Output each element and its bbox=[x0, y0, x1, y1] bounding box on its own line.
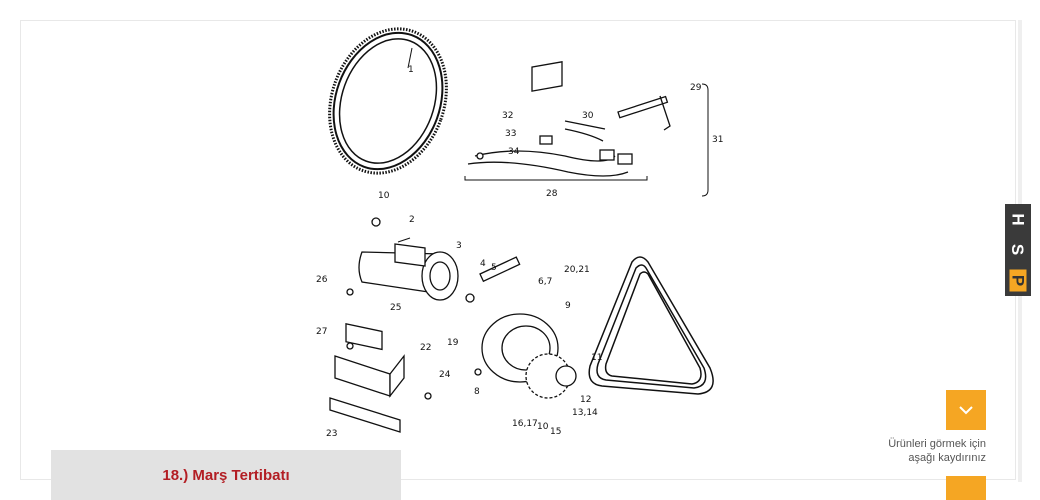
part-number-labels: 1 29 32 30 33 31 34 28 10 2 3 4 5 6,7 20… bbox=[316, 65, 723, 439]
starter-motor bbox=[358, 217, 459, 301]
secondary-action-button[interactable] bbox=[946, 476, 986, 500]
part-label: 16,17 bbox=[512, 419, 538, 429]
scroll-hint: Ürünleri görmek için aşağı kaydırınız bbox=[826, 437, 986, 465]
flywheel-ring-gear bbox=[328, 27, 448, 175]
parts-diagram: 1 29 32 30 33 31 34 28 10 2 3 4 5 6,7 20… bbox=[300, 26, 740, 446]
part-label: 15 bbox=[550, 427, 561, 437]
part-label: 34 bbox=[508, 147, 520, 157]
part-label: 6,7 bbox=[538, 277, 552, 287]
v-belts bbox=[588, 256, 714, 395]
part-label: 26 bbox=[316, 275, 328, 285]
caption-text: 18.) Marş Tertibatı bbox=[162, 466, 290, 484]
part-label: 23 bbox=[326, 429, 337, 439]
part-label: 10 bbox=[537, 422, 549, 432]
part-label: 1 bbox=[408, 65, 414, 75]
scroll-hint-line2: aşağı kaydırınız bbox=[908, 452, 986, 464]
scroll-down-button[interactable] bbox=[946, 390, 986, 430]
part-label: 28 bbox=[546, 189, 558, 199]
part-label: 12 bbox=[580, 395, 591, 405]
scroll-hint-line1: Ürünleri görmek için bbox=[888, 438, 986, 450]
part-label: 3 bbox=[456, 241, 462, 251]
logo-letter-p: P bbox=[1009, 269, 1028, 292]
part-label: 24 bbox=[439, 370, 451, 380]
part-label: 33 bbox=[505, 129, 516, 139]
part-label: 9 bbox=[565, 301, 571, 311]
part-label: 5 bbox=[491, 263, 497, 273]
part-label: 27 bbox=[316, 327, 327, 337]
part-label: 13,14 bbox=[572, 408, 598, 418]
diagram-caption: 18.) Marş Tertibatı bbox=[51, 450, 401, 500]
mounting-brackets bbox=[329, 288, 432, 433]
chevron-down-icon bbox=[959, 406, 973, 415]
part-label: 31 bbox=[712, 135, 723, 145]
part-label: 4 bbox=[480, 259, 486, 269]
logo-letter-s: S bbox=[1008, 244, 1028, 256]
alternator bbox=[465, 256, 577, 399]
part-label: 19 bbox=[447, 338, 459, 348]
part-label: 29 bbox=[690, 83, 702, 93]
part-label: 25 bbox=[390, 303, 401, 313]
content-frame bbox=[20, 20, 1016, 480]
logo-letter-h: H bbox=[1008, 213, 1028, 226]
part-label: 8 bbox=[474, 387, 480, 397]
hsp-logo[interactable]: H S P bbox=[1005, 204, 1031, 296]
part-label: 32 bbox=[502, 111, 513, 121]
relay-assembly bbox=[467, 61, 671, 177]
part-label: 30 bbox=[582, 111, 594, 121]
part-label: 10 bbox=[378, 191, 390, 201]
part-label: 20,21 bbox=[564, 265, 590, 275]
part-label: 22 bbox=[420, 343, 431, 353]
part-label: 2 bbox=[409, 215, 415, 225]
part-label: 11 bbox=[591, 353, 602, 363]
